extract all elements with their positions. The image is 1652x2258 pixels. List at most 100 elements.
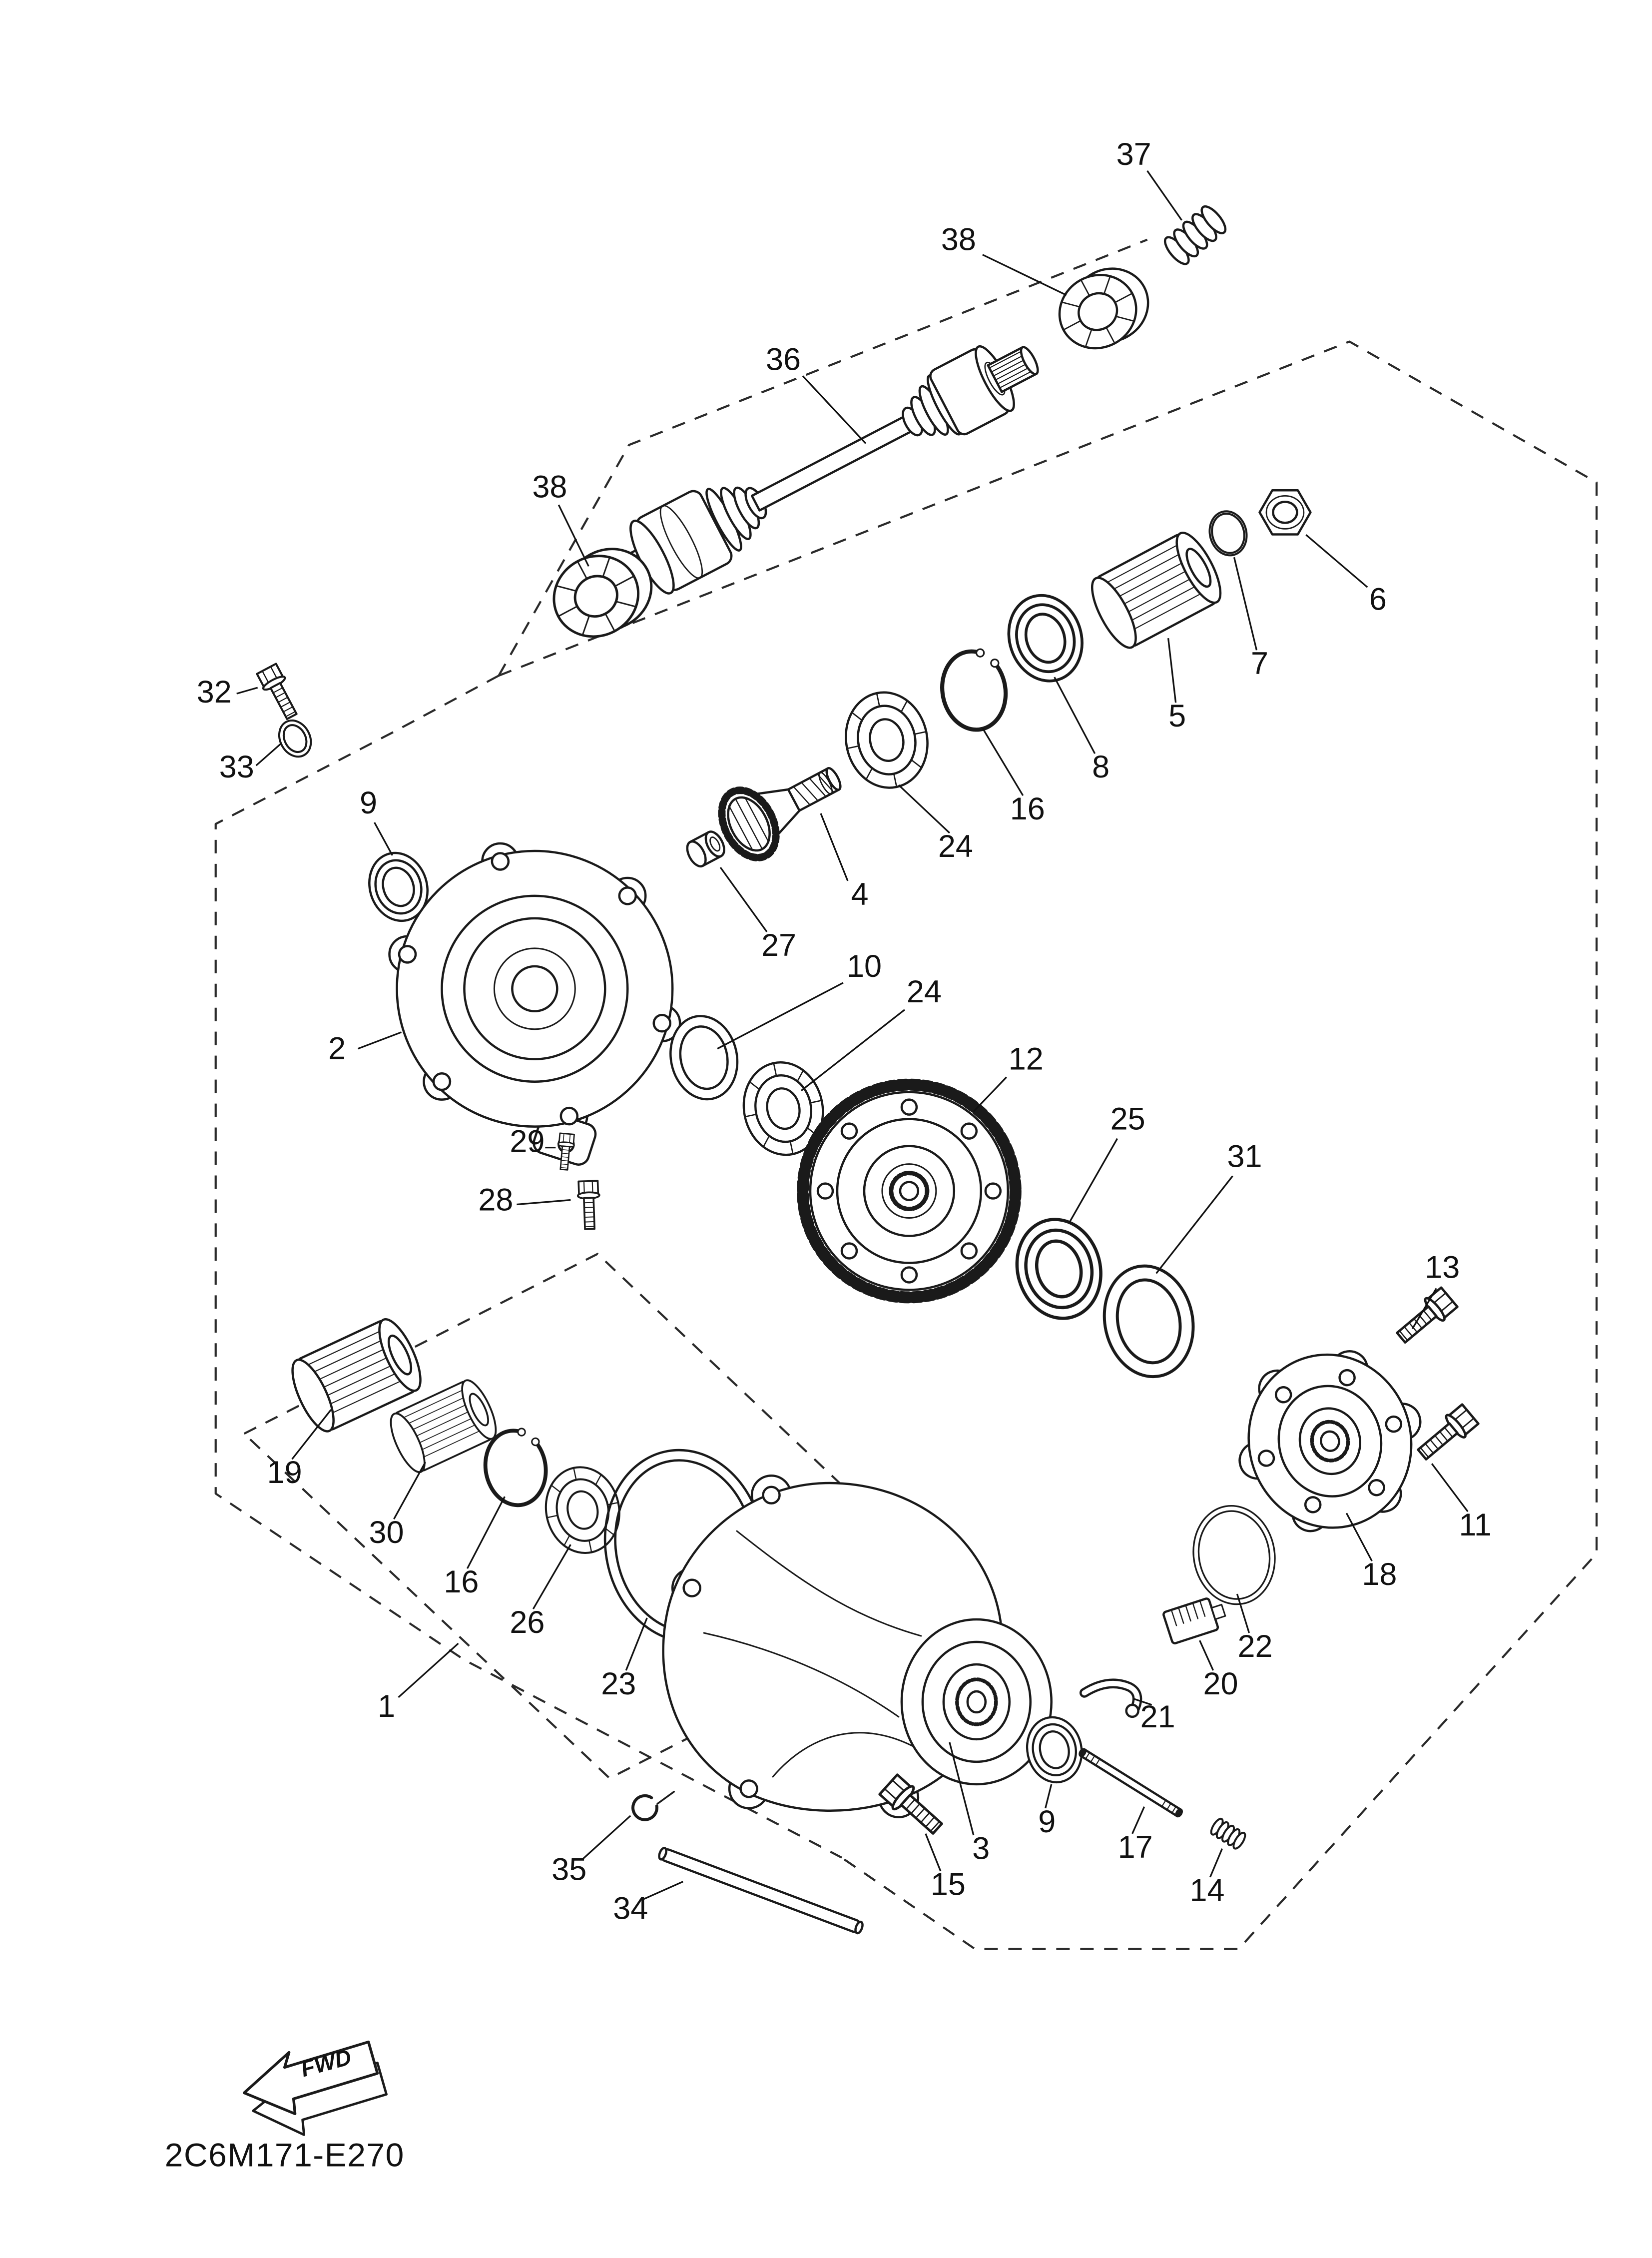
pinion-gear-4 — [718, 767, 842, 861]
part-label-1: 1 — [378, 1689, 395, 1724]
leader-line-13 — [1411, 1288, 1437, 1330]
leader-line-37 — [1146, 170, 1182, 221]
leader-line-22 — [1236, 1593, 1250, 1633]
leader-line-34 — [642, 1881, 683, 1901]
leader-line-23 — [625, 1617, 648, 1671]
shim-31 — [1095, 1258, 1203, 1385]
bearing-38-upper — [1047, 255, 1161, 362]
leader-line-25 — [1069, 1138, 1118, 1223]
leader-line-4 — [820, 813, 849, 881]
part-label-10: 10 — [847, 949, 882, 984]
part-label-38b: 38 — [532, 469, 567, 504]
part-label-32: 32 — [197, 675, 232, 710]
leader-line-16a — [982, 728, 1024, 796]
leader-line-33 — [255, 742, 282, 766]
spring-14 — [1208, 1816, 1248, 1852]
part-label-26: 26 — [510, 1605, 545, 1640]
gear-case-3 — [662, 1474, 1053, 1819]
oring-7 — [1205, 507, 1251, 560]
leader-line-18 — [1345, 1512, 1373, 1561]
housing-cover-2 — [388, 842, 681, 1166]
part-label-27: 27 — [761, 928, 796, 963]
washer-33 — [273, 715, 317, 762]
leader-line-35 — [582, 1815, 631, 1860]
part-label-24a: 24 — [938, 829, 973, 864]
part-label-3: 3 — [972, 1831, 990, 1866]
leader-line-17 — [1131, 1806, 1145, 1834]
leader-line-24a — [898, 784, 950, 834]
part-label-38a: 38 — [941, 222, 976, 257]
oil-seal-25 — [1006, 1210, 1111, 1328]
bolt-11 — [1413, 1403, 1480, 1465]
leader-line-38a — [982, 254, 1067, 296]
leader-line-3 — [949, 1742, 975, 1836]
part-label-18: 18 — [1362, 1557, 1397, 1592]
leader-line-28 — [517, 1199, 571, 1206]
part-label-24b: 24 — [907, 974, 942, 1009]
part-label-5: 5 — [1168, 699, 1186, 734]
part-label-13: 13 — [1425, 1250, 1460, 1285]
leader-line-31 — [1155, 1175, 1233, 1274]
part-label-31: 31 — [1227, 1139, 1262, 1174]
spacer-27 — [686, 830, 725, 868]
part-label-2: 2 — [328, 1031, 346, 1066]
part-label-19: 19 — [267, 1455, 302, 1490]
leader-line-5 — [1167, 638, 1177, 703]
part-label-28: 28 — [478, 1183, 513, 1218]
part-label-7: 7 — [1251, 646, 1268, 681]
part-label-21: 21 — [1140, 1699, 1175, 1734]
leader-line-9b — [1045, 1784, 1053, 1809]
diagram-code: 2C6M171-E270 — [165, 2136, 405, 2173]
coupling-5 — [1084, 527, 1228, 654]
leader-line-15 — [925, 1833, 942, 1872]
bearing-26 — [538, 1461, 627, 1560]
part-label-17: 17 — [1118, 1830, 1153, 1865]
leader-line-12 — [973, 1076, 1007, 1112]
part-label-15: 15 — [931, 1867, 966, 1902]
leader-line-19 — [291, 1409, 332, 1460]
part-label-8: 8 — [1092, 750, 1109, 784]
leader-line-9a — [374, 822, 393, 856]
collar-8 — [998, 586, 1093, 691]
nut-6 — [1258, 489, 1312, 536]
bearing-cover-18 — [1238, 1350, 1422, 1532]
leader-line-2 — [357, 1031, 402, 1050]
part-label-37: 37 — [1116, 137, 1151, 172]
leader-line-24b — [801, 1009, 905, 1091]
rod-34 — [658, 1847, 864, 1935]
drive-shaft-36 — [611, 345, 1039, 595]
part-label-22: 22 — [1237, 1629, 1272, 1664]
leader-line-20 — [1199, 1640, 1214, 1671]
part-label-16a: 16 — [1010, 791, 1045, 826]
part-label-35: 35 — [551, 1852, 586, 1887]
leader-line-21 — [1133, 1698, 1152, 1706]
coil-spring-37 — [1161, 203, 1229, 268]
leader-line-27 — [719, 866, 768, 932]
part-label-23: 23 — [601, 1666, 636, 1701]
bolt-32 — [256, 663, 303, 722]
part-label-11: 11 — [1459, 1507, 1492, 1542]
part-label-34: 34 — [613, 1891, 648, 1926]
breather-pipe-21 — [1079, 1678, 1142, 1718]
part-label-16b: 16 — [444, 1564, 479, 1599]
leader-line-6 — [1305, 534, 1368, 588]
part-label-29: 29 — [510, 1124, 545, 1159]
leader-line-26 — [532, 1544, 571, 1609]
bearing-24-upper — [837, 685, 936, 795]
oring-22 — [1184, 1498, 1284, 1612]
leader-line-1 — [398, 1642, 459, 1698]
bolt-13 — [1392, 1286, 1459, 1348]
leader-line-38b — [557, 504, 589, 567]
part-label-14: 14 — [1190, 1873, 1225, 1908]
leader-line-8 — [1054, 677, 1096, 754]
leader-line-16b — [466, 1496, 506, 1569]
leader-line-11 — [1431, 1463, 1469, 1512]
fwd-arrow — [243, 2040, 388, 2136]
stud-17 — [1079, 1748, 1183, 1818]
leader-line-14 — [1209, 1848, 1223, 1878]
leader-line-32 — [236, 687, 258, 695]
part-label-36: 36 — [766, 342, 801, 377]
